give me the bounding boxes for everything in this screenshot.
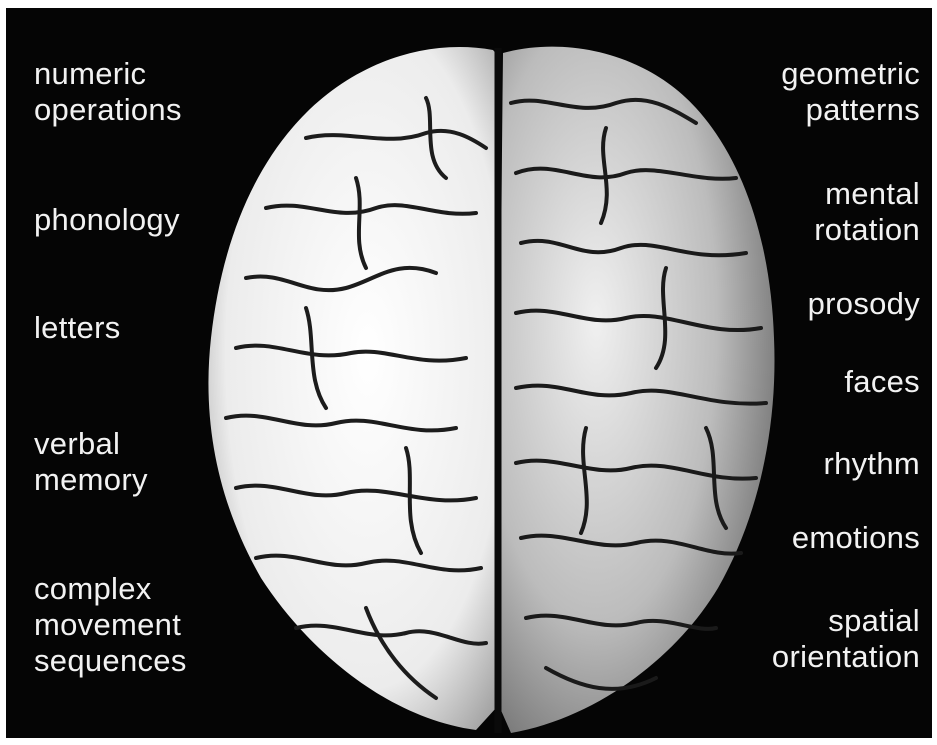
label-line: faces (844, 364, 920, 400)
left-hemisphere (208, 47, 498, 730)
label-line: verbal (34, 426, 148, 462)
label-line: numeric (34, 56, 182, 92)
label-mental-rotation: mental rotation (814, 176, 920, 248)
figure-frame: numeric operations phonology letters ver… (6, 8, 932, 738)
label-phonology: phonology (34, 202, 180, 238)
label-line: sequences (34, 643, 187, 679)
label-line: prosody (808, 286, 920, 322)
label-line: letters (34, 310, 121, 346)
label-spatial-orientation: spatial orientation (772, 603, 920, 675)
label-letters: letters (34, 310, 121, 346)
label-line: mental (814, 176, 920, 212)
label-faces: faces (844, 364, 920, 400)
label-emotions: emotions (792, 520, 920, 556)
label-line: emotions (792, 520, 920, 556)
label-numeric-operations: numeric operations (34, 56, 182, 128)
label-line: orientation (772, 639, 920, 675)
label-geometric-patterns: geometric patterns (781, 56, 920, 128)
label-verbal-memory: verbal memory (34, 426, 148, 498)
label-line: operations (34, 92, 182, 128)
label-line: rotation (814, 212, 920, 248)
label-line: phonology (34, 202, 180, 238)
label-line: spatial (772, 603, 920, 639)
label-line: memory (34, 462, 148, 498)
label-prosody: prosody (808, 286, 920, 322)
label-line: rhythm (823, 446, 920, 482)
longitudinal-fissure (497, 48, 498, 733)
label-line: geometric (781, 56, 920, 92)
label-complex-movement-sequences: complex movement sequences (34, 571, 187, 679)
label-line: movement (34, 607, 187, 643)
label-line: complex (34, 571, 187, 607)
label-rhythm: rhythm (823, 446, 920, 482)
label-line: patterns (781, 92, 920, 128)
